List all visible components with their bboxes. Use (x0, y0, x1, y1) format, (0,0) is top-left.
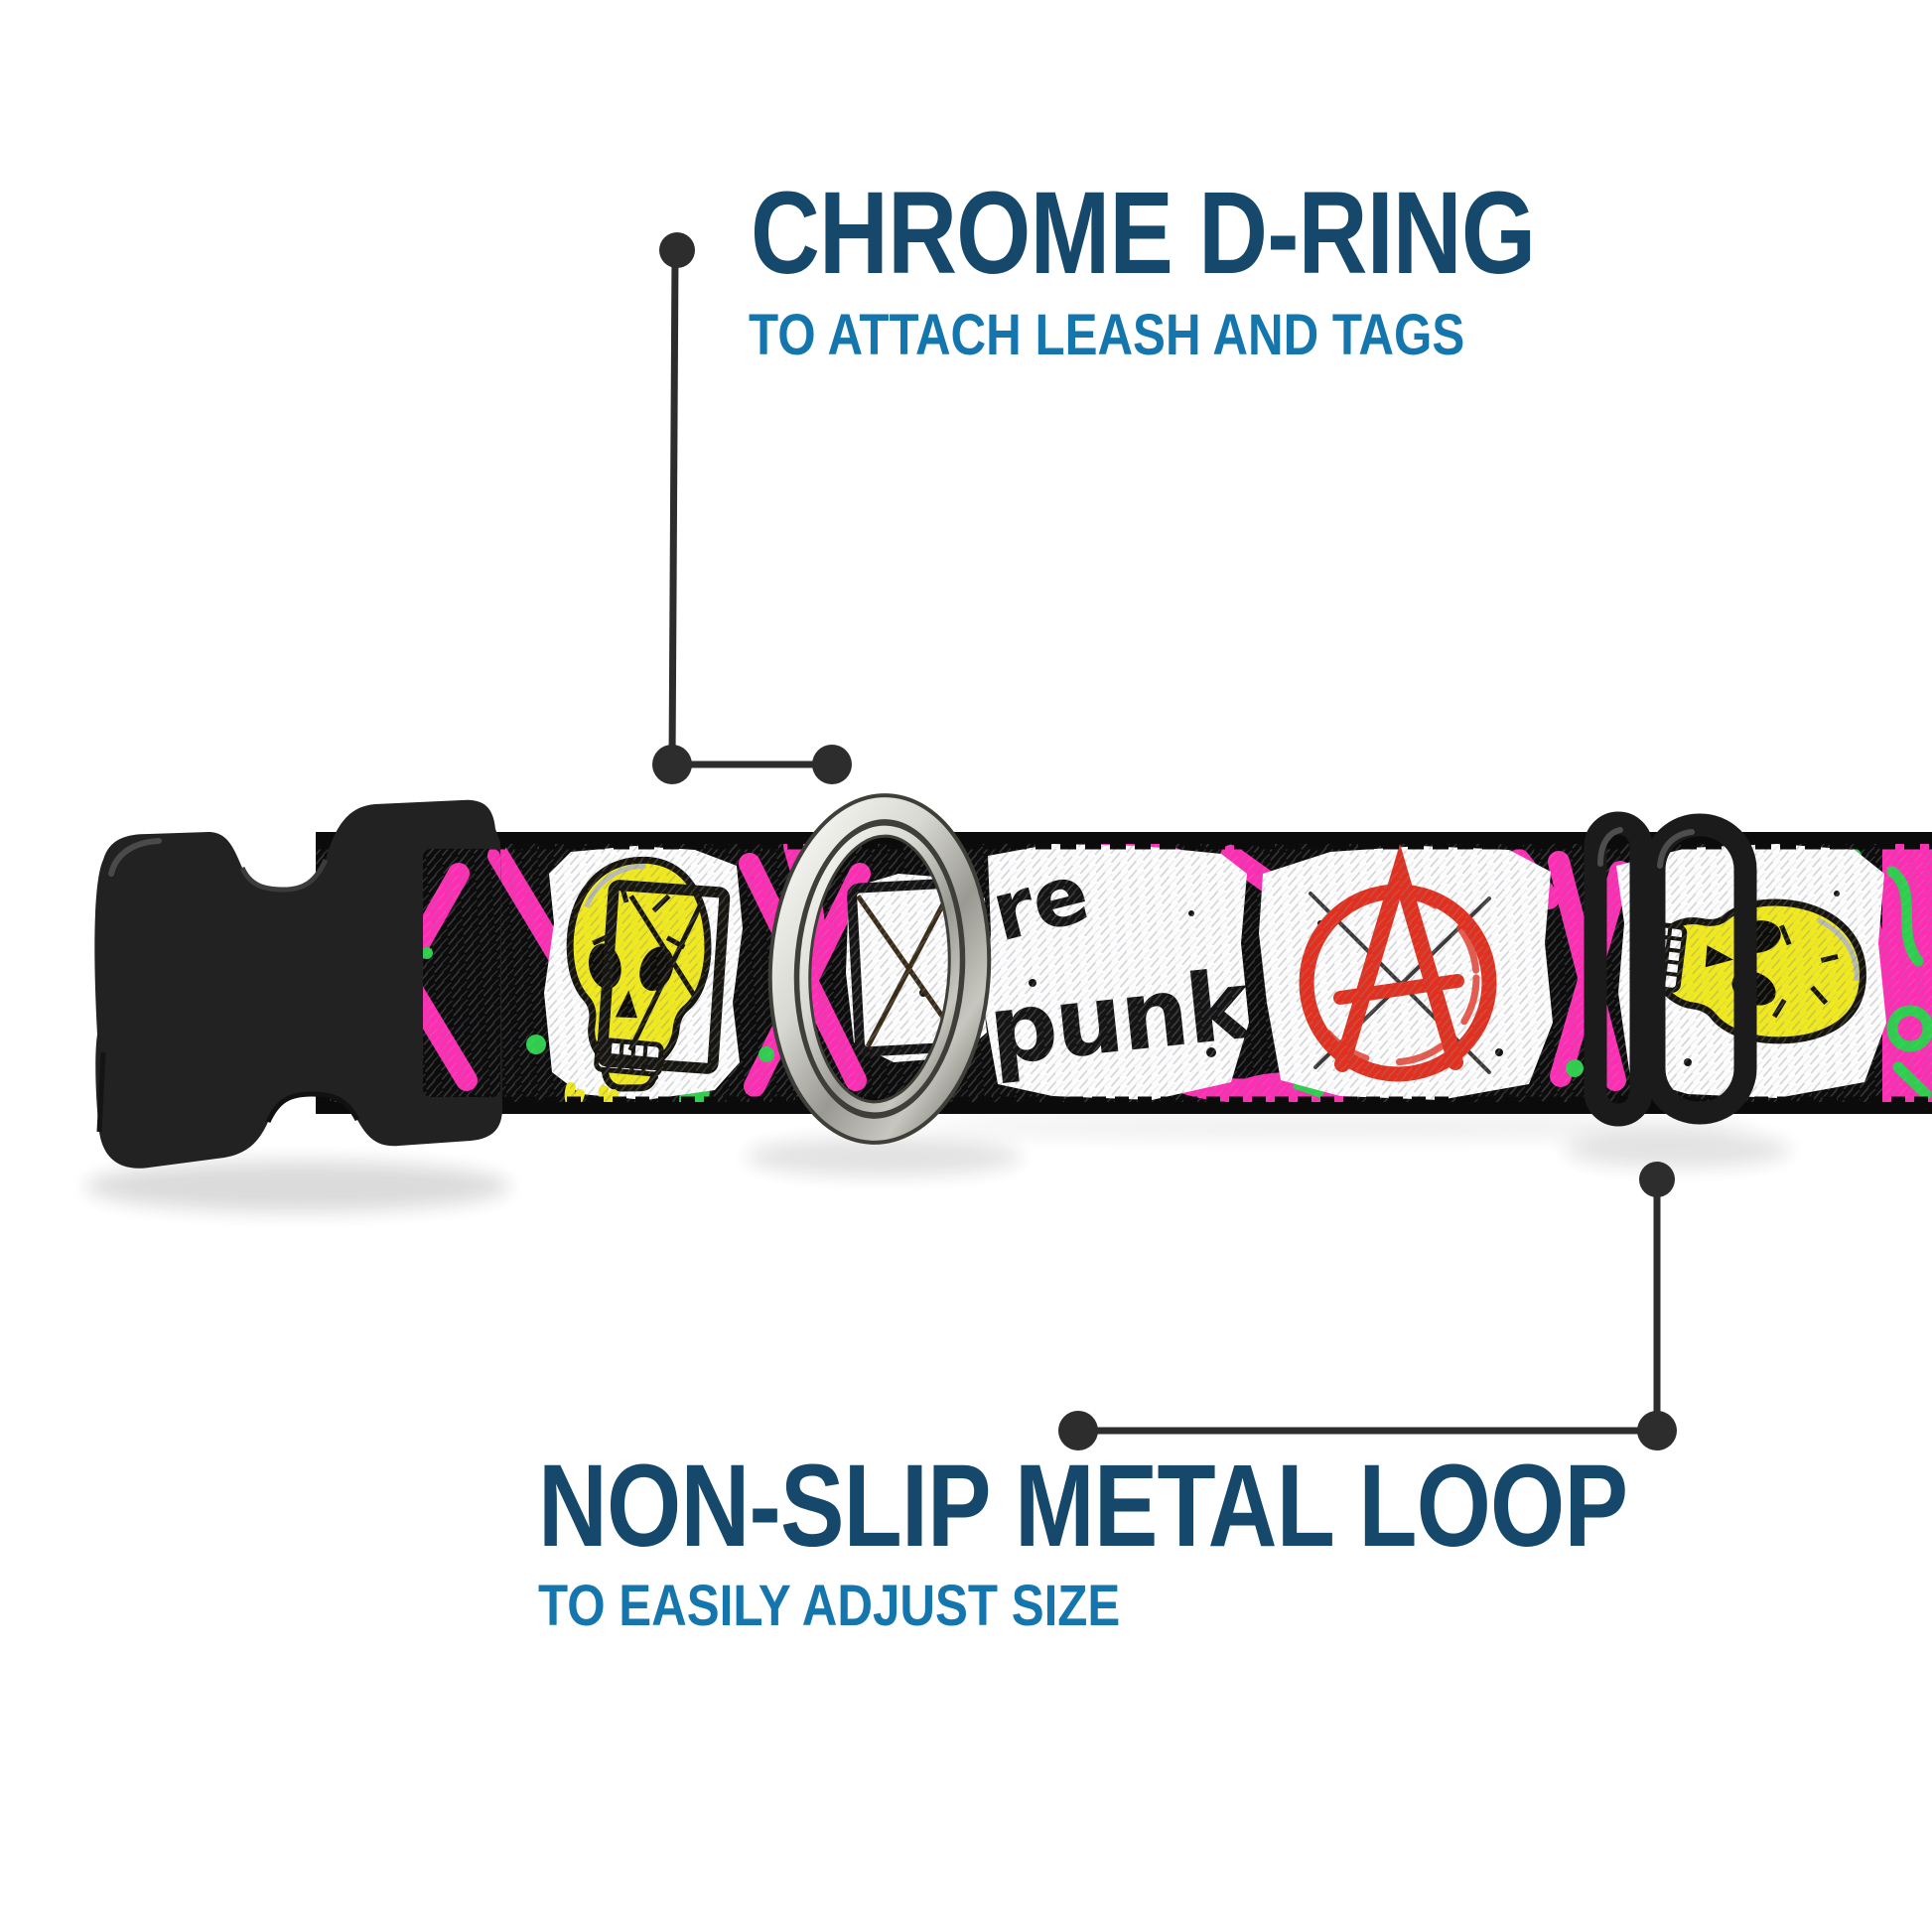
callout-top-title: CHROME D-RING (751, 168, 1536, 299)
leader-dot (1637, 1411, 1677, 1450)
callout-top-subtitle: TO ATTACH LEASH AND TAGS (749, 303, 1465, 367)
leader-bottom (1058, 1162, 1677, 1450)
leader-dot (1058, 1411, 1098, 1450)
collar-webbing: re punk (316, 832, 1932, 1114)
leader-dot (1639, 1162, 1675, 1197)
leader-line-vertical (668, 253, 679, 763)
chrome-d-ring-icon (767, 793, 992, 1145)
leader-dot (812, 745, 852, 784)
leader-dot (652, 745, 692, 784)
callout-bottom-title: NON-SLIP METAL LOOP (538, 1441, 1628, 1572)
callout-bottom-subtitle: TO EASILY ADJUST SIZE (538, 1574, 1121, 1638)
weave-texture (316, 844, 1932, 1102)
leader-top (652, 232, 852, 784)
leader-dot (659, 232, 695, 268)
shadow (84, 1114, 1792, 1212)
plastic-buckle-icon (94, 799, 503, 1169)
metal-slide-loop-icon (1584, 811, 1757, 1127)
